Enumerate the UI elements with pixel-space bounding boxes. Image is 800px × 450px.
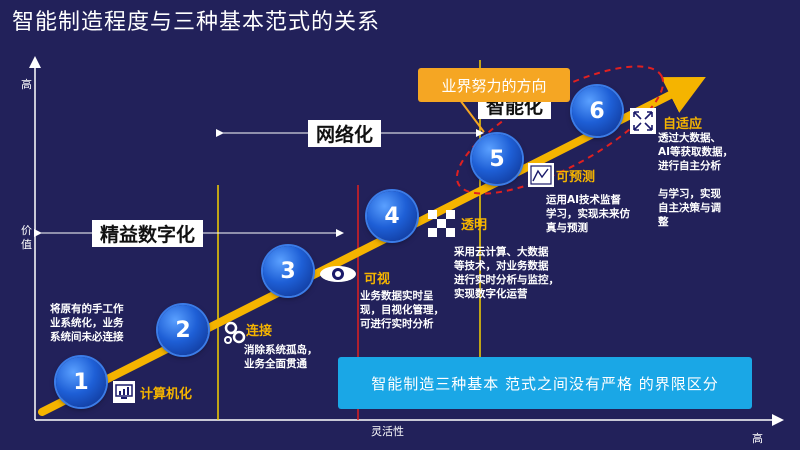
x-axis-high-label: 高 [752,432,763,445]
expand-icon [630,108,656,134]
stage-6-desc: 透过大数据、AI等获取数据，进行自主分析 与学习，实现自主决策与调整 [658,132,734,228]
stage-6-circle: 6 [572,86,622,136]
stage-2-name: 连接 [246,324,273,339]
stage-1-name: 计算机化 [140,387,193,402]
y-axis-label-1: 价 [21,224,32,237]
stage-4-desc: 采用云计算、大数据等技术，对业务数据进行实时分析与监控，实现数字化运营 [454,246,559,300]
stage-4-name: 透明 [461,218,488,233]
stage-6-name: 自适应 [663,117,703,132]
eye-icon [318,264,358,284]
direction-callout: 业界努力的方向 [418,68,570,102]
stage-5-name: 可预测 [556,170,596,185]
mosaic-icon [428,210,456,238]
progress-arrow [38,76,706,416]
span-label-lean-digital: 精益数字化 [92,220,204,247]
direction-ellipse [455,65,665,195]
y-axis-label-2: 值 [21,238,32,251]
stage-1-circle: 1 [56,357,106,407]
stage-2-desc: 消除系统孤岛，业务全面贯通 [244,344,318,370]
stage-1-desc: 将原有的手工作业系统化，业务系统间未必连接 [50,303,124,343]
stage-3-name: 可视 [364,272,391,287]
stage-3-circle: 3 [263,246,313,296]
span-label-network: 网络化 [308,120,382,147]
stage-5-circle: 5 [472,134,522,184]
gears-icon [222,320,248,346]
page-title: 智能制造程度与三种基本范式的关系 [12,10,381,35]
x-axis-label: 灵活性 [371,425,404,438]
direction-pointer [459,99,485,133]
forecast-chart-icon [528,163,554,187]
stage-4-circle: 4 [367,191,417,241]
stage-5-desc: 运用AI技术监督学习，实现未来仿真与预测 [546,194,630,234]
y-axis-high-label: 高 [21,78,32,91]
stage-3-desc: 业务数据实时呈现，目视化管理，可进行实时分析 [360,290,444,330]
stage-2-circle: 2 [158,305,208,355]
note-box: 智能制造三种基本 范式之间没有严格 的界限区分 [338,357,752,409]
chart-monitor-icon [113,381,135,403]
